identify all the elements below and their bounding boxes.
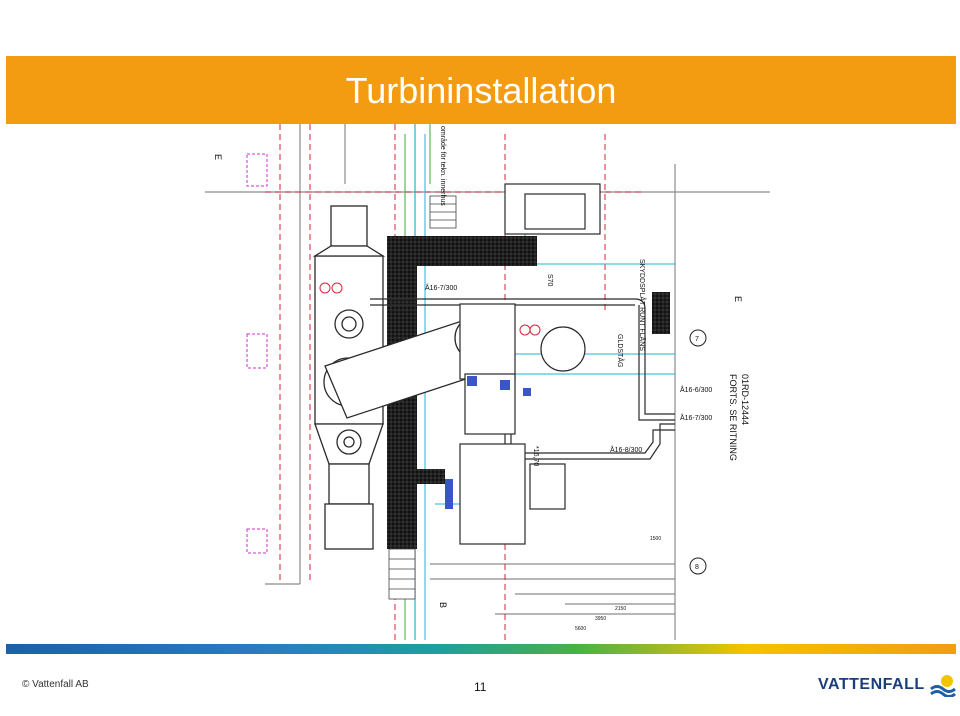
label-e-right: E [733,296,743,302]
pipes [370,298,675,460]
label-s70: S70 [546,274,553,287]
label-s16: *16,70 [532,446,539,466]
label-ritning: 01RD-12444 [740,374,750,425]
label-dim-1500: 1500 [650,536,661,542]
footer-color-strip [6,644,956,654]
label-a16-7-top: Å16-7/300 [425,283,457,292]
label-a16-7-right: Å16-7/300 [680,413,712,422]
label-area-note: område för tekn. innerhus [439,126,447,206]
slide-title: Turbininstallation [345,70,617,111]
label-forts: FORTS. SE RITNING [728,374,738,461]
label-a16-6: Å16-6/300 [680,385,712,394]
label-b: B [438,602,448,608]
label-e-left: E [213,154,223,160]
copyright-text: © Vattenfall AB [22,679,89,690]
title-bar: Turbininstallation [6,56,956,124]
vattenfall-logo: VATTENFALL [818,671,957,699]
label-dim-3950: 3950 [595,616,606,622]
label-circle-8: 8 [695,564,699,571]
blue-components [445,376,531,509]
red-tags [319,282,541,336]
grid-markers [689,329,707,575]
label-gl: GLDSTÅG [616,334,625,367]
turbine-core [459,183,601,545]
brand-name: VATTENFALL [818,676,925,693]
label-dim-2150: 2150 [615,606,626,612]
sun-wave-icon [929,675,956,697]
stairs [388,195,457,600]
label-skydd: SKYDDSPLÅT RUNT FLÄNS [638,259,647,351]
label-circle-7: 7 [695,336,699,343]
drawing-labels: område för tekn. innerhus SKYDDSPLÅT RUN… [213,126,750,632]
label-dim-5600: 5600 [575,626,586,632]
page-number: 11 [474,680,487,694]
label-a16-8: Å16-8/300 [610,445,642,454]
technical-drawing-svg: område för tekn. innerhus SKYDDSPLÅT RUN… [205,124,770,640]
turbine-drawing: område för tekn. innerhus SKYDDSPLÅT RUN… [205,124,770,640]
magenta-boxes [246,153,268,554]
